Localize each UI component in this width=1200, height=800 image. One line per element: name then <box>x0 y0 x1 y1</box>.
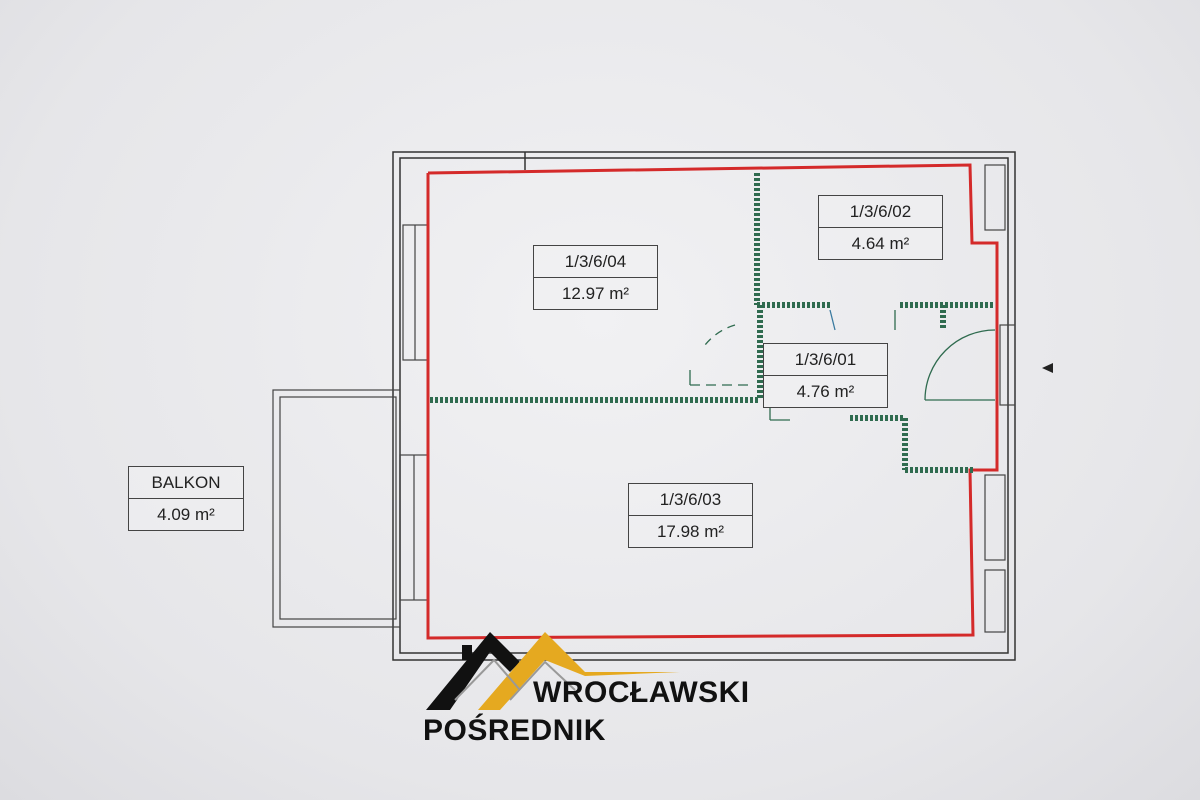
room-area: 4.76 m² <box>796 382 855 401</box>
balcony-label: BALKON 4.09 m² <box>128 466 244 531</box>
balcony-area: 4.09 m² <box>157 505 215 524</box>
room-label-03: 1/3/6/03 17.98 m² <box>628 483 753 548</box>
room-id: 1/3/6/04 <box>534 246 657 278</box>
room-id: 1/3/6/03 <box>629 484 752 516</box>
room-area: 17.98 m² <box>656 522 725 541</box>
room-label-04: 1/3/6/04 12.97 m² <box>533 245 658 310</box>
room-id: 1/3/6/01 <box>764 344 887 376</box>
balcony-outline <box>272 389 401 628</box>
room-area: 12.97 m² <box>561 284 630 303</box>
logo-line2: POŚREDNIK <box>423 714 606 747</box>
logo-line1: WROCŁAWSKI <box>533 676 750 709</box>
entrance-arrow-icon <box>1042 363 1053 373</box>
room-label-01: 1/3/6/01 4.76 m² <box>763 343 888 408</box>
apartment-outline <box>426 163 999 640</box>
interior-walls <box>430 173 995 473</box>
balcony-name: BALKON <box>129 467 243 499</box>
room-area: 4.64 m² <box>851 234 910 253</box>
room-id: 1/3/6/02 <box>819 196 942 228</box>
logo-roof-icon <box>426 632 680 710</box>
room-label-02: 1/3/6/02 4.64 m² <box>818 195 943 260</box>
doors <box>689 309 996 421</box>
